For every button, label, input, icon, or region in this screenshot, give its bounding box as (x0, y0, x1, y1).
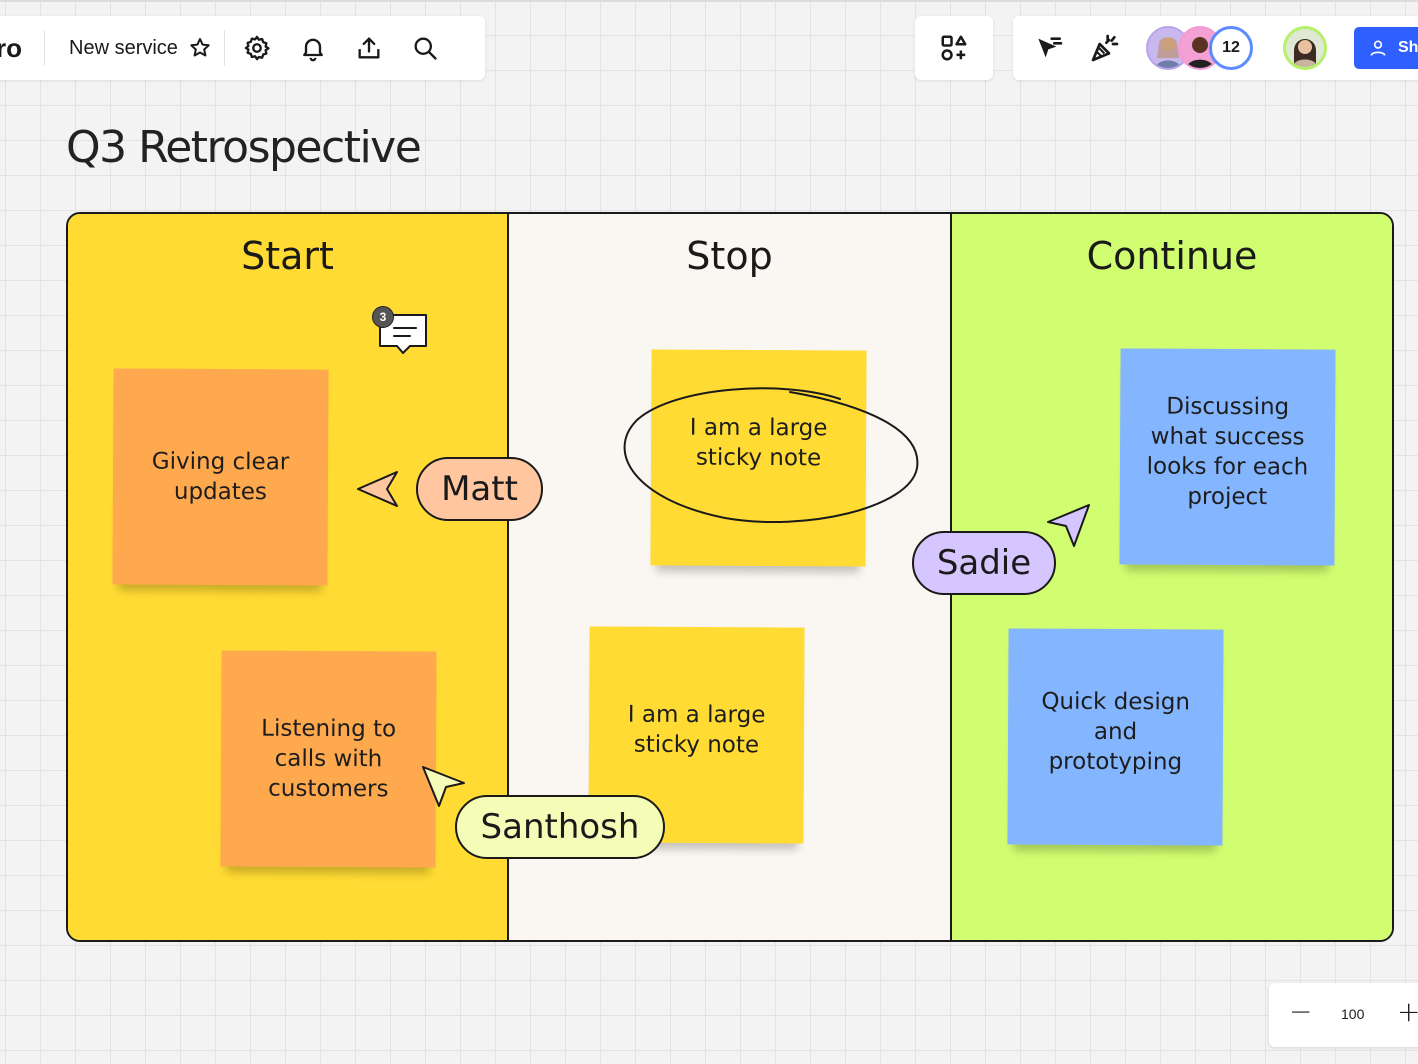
drawn-ellipse-annotation[interactable] (615, 380, 925, 530)
zoom-level[interactable]: 100 (1341, 1006, 1365, 1022)
comment-count-badge: 3 (372, 306, 394, 328)
avatar[interactable] (1283, 26, 1327, 70)
column-heading[interactable]: Continue (1086, 234, 1258, 278)
apps-toolbar (915, 16, 993, 80)
comment-icon[interactable]: 3 (370, 305, 430, 361)
zoom-in-button[interactable]: + (1397, 995, 1418, 1028)
share-label: Share (1398, 39, 1418, 56)
bell-icon[interactable] (293, 28, 333, 68)
share-button[interactable]: Share (1354, 27, 1418, 69)
sticky-note[interactable]: Giving clear updates (112, 368, 329, 586)
cursor-arrow-icon (1047, 504, 1090, 547)
column-heading[interactable]: Stop (686, 234, 773, 278)
star-icon[interactable] (180, 28, 220, 68)
board-title[interactable]: Q3 Retrospective (66, 122, 422, 173)
cursor-arrow-icon (422, 766, 465, 807)
column-heading[interactable]: Start (241, 234, 334, 278)
collaborator-cursor-label: Santhosh (455, 795, 665, 859)
cursor-arrow-icon (357, 471, 398, 507)
zoom-out-button[interactable]: − (1289, 995, 1313, 1028)
search-icon[interactable] (405, 28, 445, 68)
person-icon (1370, 40, 1386, 56)
cursor-lines-icon[interactable] (1029, 28, 1069, 68)
top-border (0, 0, 1418, 2)
participant-count[interactable]: 12 (1209, 26, 1253, 70)
divider (44, 30, 45, 66)
app-logo[interactable]: ro (0, 32, 22, 63)
sticky-note[interactable]: Listening to calls with customers (220, 650, 437, 868)
party-popper-icon[interactable] (1085, 28, 1125, 68)
board-toolbar: ro New service (0, 16, 485, 80)
gear-icon[interactable] (237, 28, 277, 68)
avatar[interactable] (1146, 26, 1190, 70)
upload-icon[interactable] (349, 28, 389, 68)
collaborator-cursor-label: Matt (416, 457, 543, 521)
board-name[interactable]: New service (69, 36, 178, 59)
sticky-note[interactable]: Quick design and prototyping (1007, 628, 1224, 846)
collab-toolbar: 12 Share (1013, 16, 1418, 80)
sticky-note[interactable]: Discussing what success looks for each p… (1119, 348, 1336, 566)
divider (223, 30, 225, 66)
zoom-control: − 100 + (1269, 983, 1418, 1047)
collaborator-cursor-label: Sadie (912, 531, 1056, 595)
apps-icon[interactable] (934, 28, 974, 68)
